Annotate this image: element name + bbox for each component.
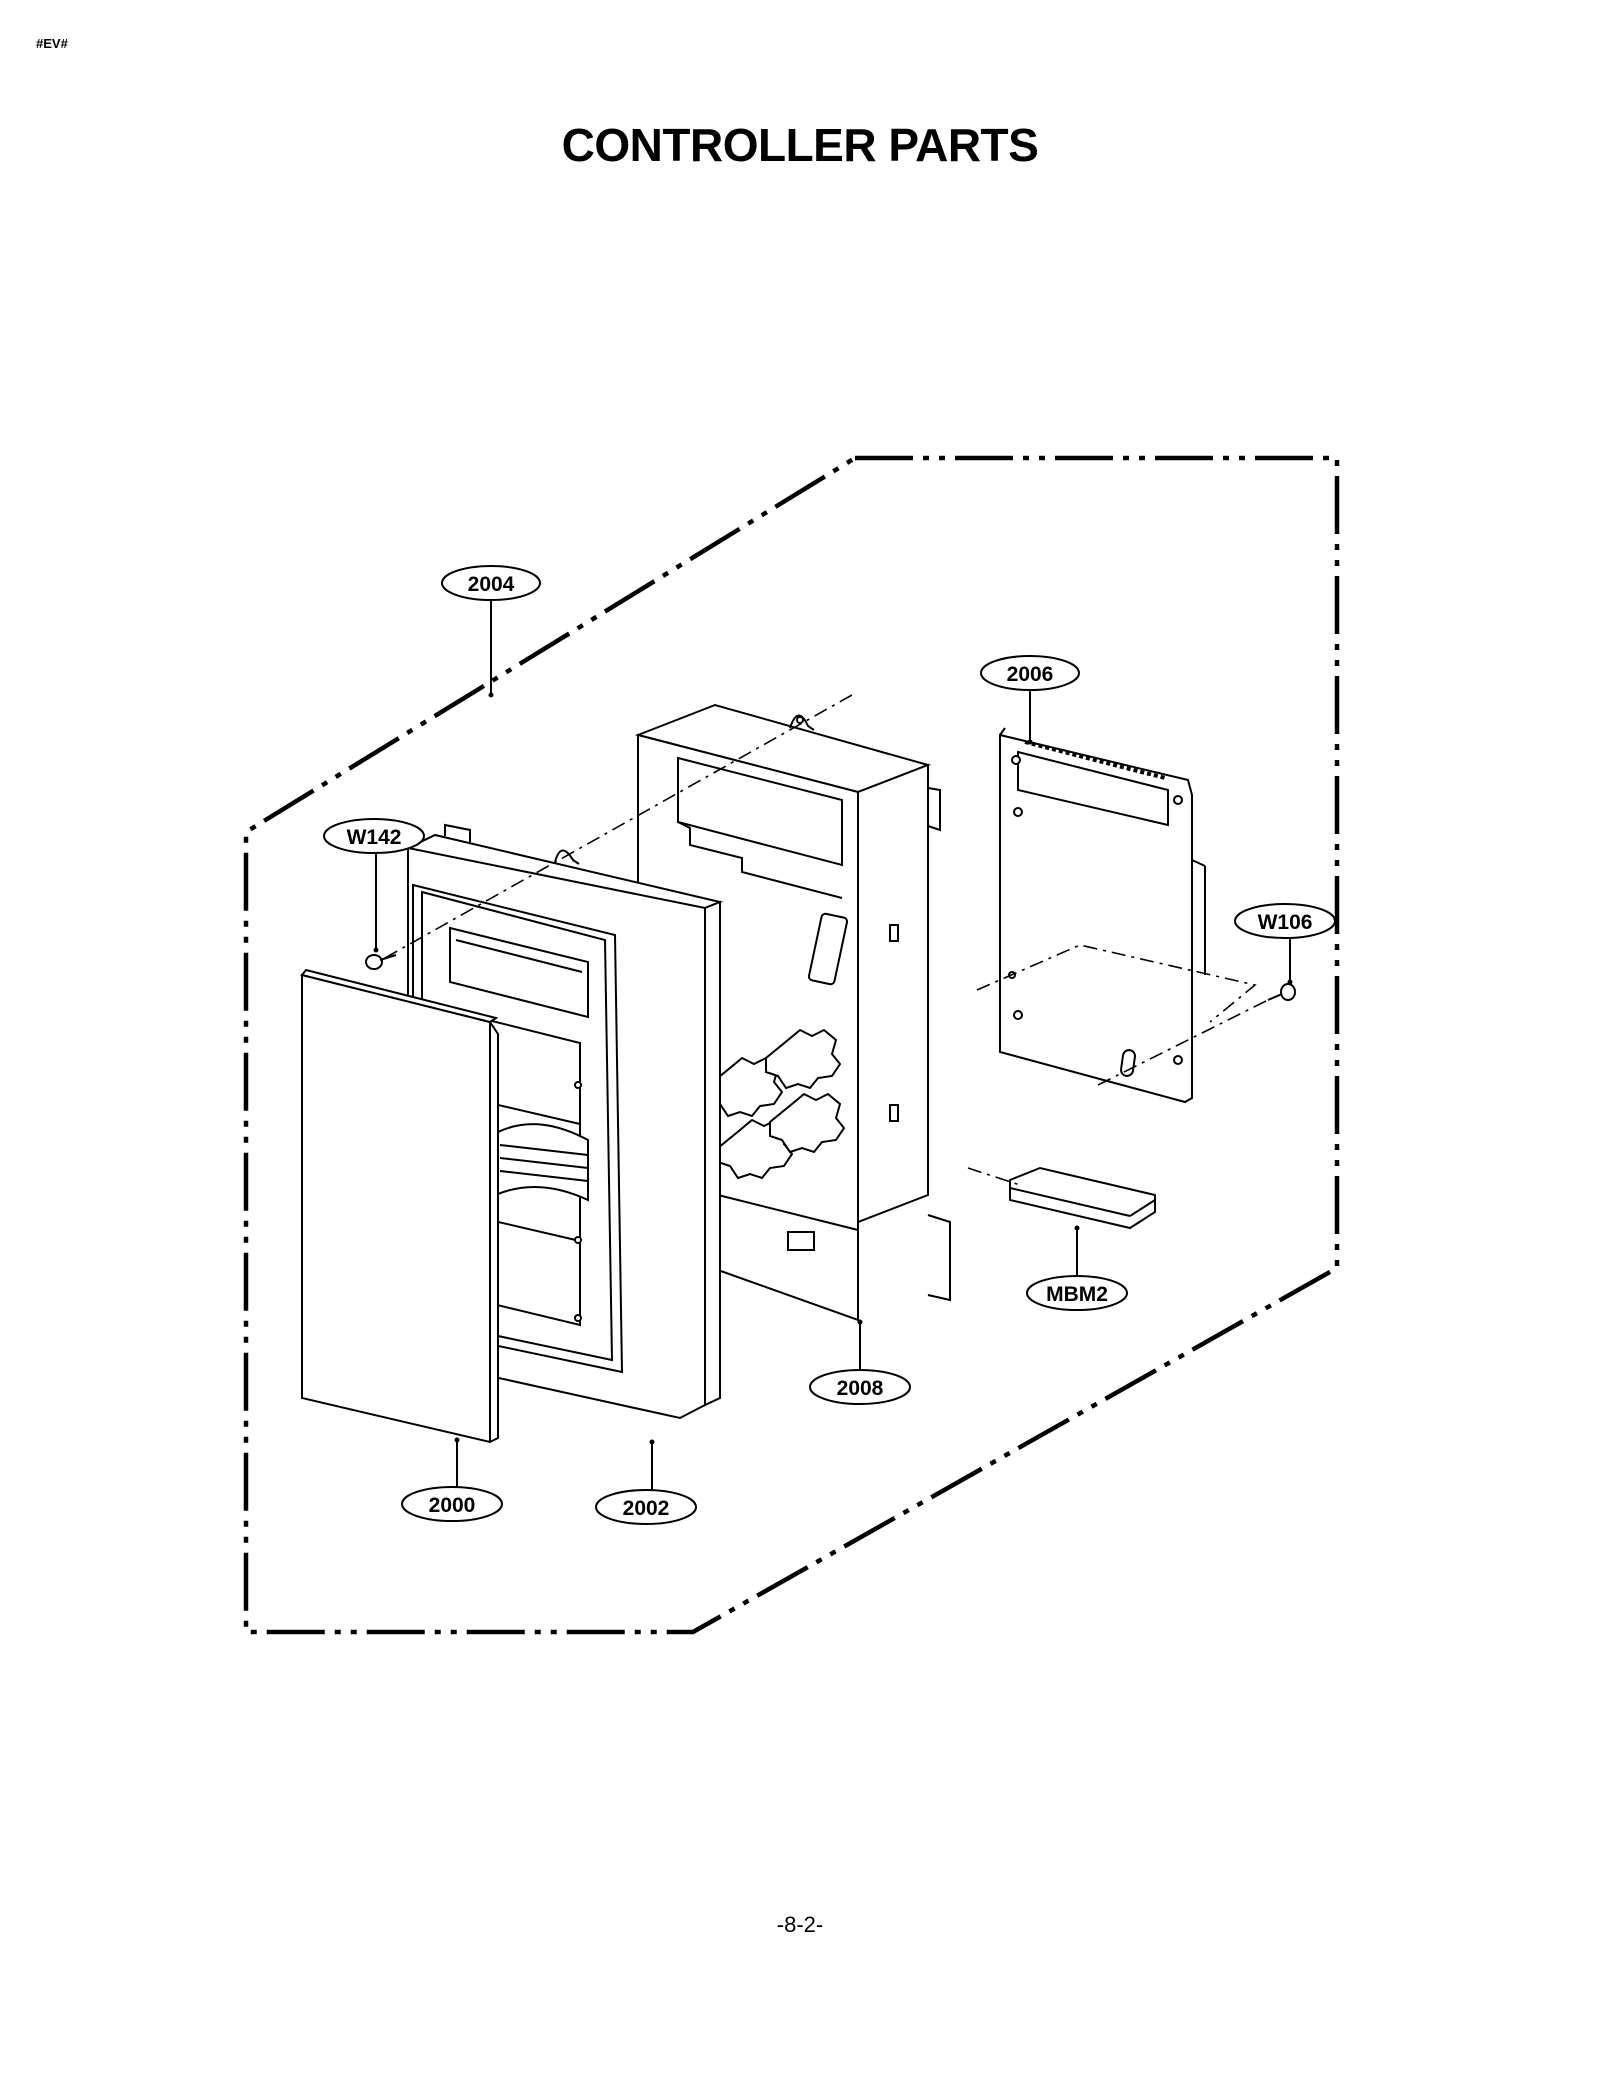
callout-2004: 2004: [441, 565, 541, 601]
callout-2002: 2002: [595, 1489, 697, 1525]
callout-2008: 2008: [809, 1369, 911, 1405]
screw-w106: [1267, 983, 1296, 1001]
callout-label: 2006: [1007, 663, 1054, 686]
assembly-guide-lines: [384, 694, 1269, 1186]
callout-label: W142: [347, 826, 402, 849]
page-number: -8-2-: [776, 1912, 824, 1937]
callout-label: W106: [1258, 911, 1313, 934]
page-title: CONTROLLER PARTS: [561, 119, 1039, 171]
flat-cable-part: [1009, 1166, 1156, 1230]
callout-2006: 2006: [980, 655, 1080, 691]
callout-2000: 2000: [401, 1486, 503, 1522]
callout-label: MBM2: [1046, 1283, 1108, 1306]
callout-w106: W106: [1234, 903, 1336, 939]
assembly-boundary: [243, 455, 1340, 1635]
callout-label: 2000: [429, 1494, 476, 1517]
callout-label: 2008: [837, 1377, 884, 1400]
callout-mbm2: MBM2: [1026, 1275, 1128, 1311]
callout-w142: W142: [323, 818, 425, 854]
screw-w142: [365, 954, 397, 970]
leader-lines: [375, 600, 1291, 1490]
document-code: #EV#: [36, 36, 68, 51]
pcb-part: [999, 727, 1206, 1104]
callout-label: 2004: [468, 573, 515, 596]
callout-label: 2002: [623, 1497, 670, 1520]
keypad-sheet-part: [300, 968, 499, 1444]
